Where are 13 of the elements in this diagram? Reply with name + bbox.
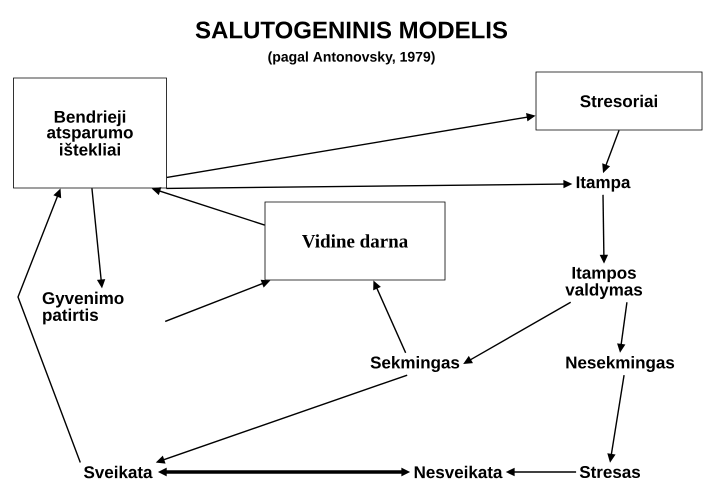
- concept-box: Bendrieji atsparumo ištekliai: [13, 78, 167, 188]
- subtitle: (pagal Antonovsky, 1979): [268, 51, 435, 65]
- concept-label: Sveikata: [84, 466, 153, 478]
- concept-label: Gyvenimo patirtis: [42, 292, 124, 324]
- concept-label: Itampos valdymas: [565, 266, 642, 300]
- concept-label: Stresas: [580, 466, 640, 478]
- concept-box: Stresoriai: [536, 72, 702, 130]
- concept-label: Nesekmingas: [566, 356, 674, 372]
- concept-label: Itampa: [576, 176, 631, 192]
- concept-label: Sekmingas: [370, 356, 460, 372]
- concept-label: Nesveikata: [414, 466, 503, 478]
- title: SALUTOGENINIS MODELIS: [196, 22, 508, 38]
- concept-box: Vidine darna: [264, 202, 446, 280]
